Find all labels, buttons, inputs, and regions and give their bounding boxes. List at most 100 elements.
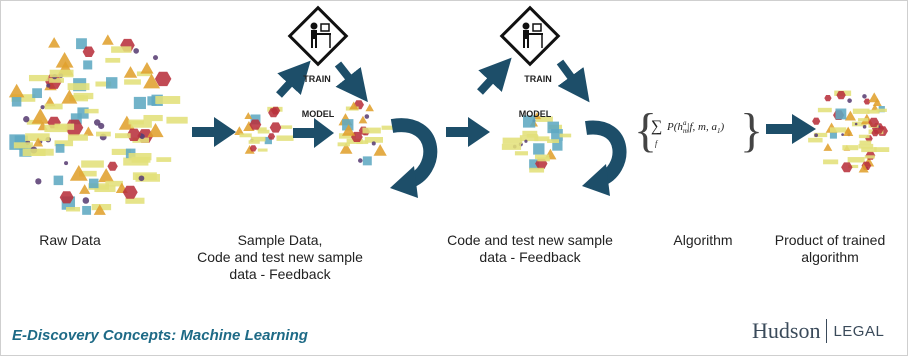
orange-triangle-shape xyxy=(244,112,253,119)
purple-dot-shape xyxy=(64,161,69,166)
yellow-bar-shape xyxy=(132,137,150,143)
red-hexagon-shape xyxy=(59,191,74,204)
teal-square-shape xyxy=(88,178,99,189)
product-line-1: Product of trained xyxy=(774,232,886,248)
purple-dot-shape xyxy=(841,133,844,137)
orange-triangle-shape xyxy=(143,73,161,89)
train-sign-2 xyxy=(499,5,561,67)
yellow-bar-shape xyxy=(49,78,64,83)
teal-square-shape xyxy=(133,96,146,110)
raw-data-text: Raw Data xyxy=(39,232,101,248)
yellow-bar-shape xyxy=(808,137,823,143)
red-hexagon-shape xyxy=(824,95,832,102)
orange-triangle-shape xyxy=(69,165,88,181)
yellow-bar-shape xyxy=(526,134,538,138)
yellow-bar-shape xyxy=(857,118,869,122)
orange-triangle-shape xyxy=(234,126,245,136)
arrow-down-from-train-2 xyxy=(556,59,590,103)
yellow-bar-shape xyxy=(876,108,887,112)
brand-suffix: LEGAL xyxy=(833,322,885,340)
svg-text:P(hma|f, m, a1): P(hma|f, m, a1) xyxy=(666,119,724,135)
orange-triangle-shape xyxy=(98,168,115,183)
purple-dot-shape xyxy=(138,175,145,182)
formula-body: P(h xyxy=(666,121,683,133)
yellow-bar-shape xyxy=(128,119,144,125)
teal-square-shape xyxy=(547,121,560,134)
yellow-bar-shape xyxy=(522,130,538,136)
yellow-bar-shape xyxy=(67,83,90,91)
orange-triangle-shape xyxy=(31,108,50,124)
yellow-bar-shape xyxy=(842,145,859,151)
orange-triangle-shape xyxy=(358,115,368,124)
teal-square-shape xyxy=(32,88,42,99)
person-at-desk-icon xyxy=(522,22,543,48)
purple-dot-shape xyxy=(358,158,363,163)
model-label-2: MODEL xyxy=(519,109,552,119)
arrow-up-to-train-2 xyxy=(477,57,512,95)
orange-triangle-shape xyxy=(93,204,106,215)
yellow-bar-shape xyxy=(829,127,847,133)
person-at-desk-icon xyxy=(310,22,331,48)
yellow-bar-shape xyxy=(257,148,268,152)
yellow-bar-shape xyxy=(861,147,877,153)
purple-dot-shape xyxy=(35,178,42,185)
yellow-bar-shape xyxy=(817,107,832,113)
yellow-bar-shape xyxy=(28,74,49,82)
yellow-bar-shape xyxy=(559,133,572,138)
yellow-bar-shape xyxy=(276,135,294,141)
product-cluster xyxy=(808,90,890,173)
brand-divider xyxy=(826,319,828,343)
yellow-bar-shape xyxy=(22,148,46,157)
yellow-bar-shape xyxy=(67,134,88,141)
yellow-bar-shape xyxy=(537,157,550,162)
orange-triangle-shape xyxy=(83,126,94,136)
yellow-bar-shape xyxy=(519,135,539,142)
purple-dot-shape xyxy=(814,133,819,138)
arrow-down-from-train-1 xyxy=(334,61,368,103)
yellow-bar-shape xyxy=(848,164,859,169)
formula-close: ) xyxy=(719,121,724,133)
purple-dot-shape xyxy=(40,105,45,110)
arrow-to-product xyxy=(766,114,816,144)
orange-triangle-shape xyxy=(8,83,25,98)
yellow-bar-shape xyxy=(874,147,890,152)
yellow-bar-shape xyxy=(547,139,559,144)
code-test-line-1: Code and test new sample xyxy=(447,232,613,248)
brand-name: Hudson xyxy=(752,318,821,343)
formula-h-sub: m xyxy=(683,127,688,135)
yellow-bar-shape xyxy=(823,159,839,165)
teal-square-shape xyxy=(55,143,65,153)
model-1-cluster xyxy=(337,100,395,166)
yellow-bar-shape xyxy=(529,167,545,173)
sample-data-line-3: data - Feedback xyxy=(229,266,331,282)
yellow-bar-shape xyxy=(84,108,99,114)
red-hexagon-shape xyxy=(249,119,262,130)
yellow-bar-shape xyxy=(44,124,68,133)
orange-triangle-shape xyxy=(349,101,359,110)
yellow-bar-shape xyxy=(502,137,523,144)
teal-square-shape xyxy=(82,205,92,215)
orange-triangle-shape xyxy=(101,34,114,45)
yellow-bar-shape xyxy=(44,103,63,110)
red-hexagon-shape xyxy=(267,133,276,140)
teal-square-shape xyxy=(53,175,64,186)
yellow-bar-shape xyxy=(111,148,131,155)
red-hexagon-shape xyxy=(271,106,281,115)
orange-triangle-shape xyxy=(858,163,869,173)
orange-triangle-shape xyxy=(48,37,61,48)
yellow-bar-shape xyxy=(847,157,865,163)
footer-title: E-Discovery Concepts: Machine Learning xyxy=(12,327,308,344)
orange-triangle-shape xyxy=(373,144,387,156)
yellow-bar-shape xyxy=(534,136,550,142)
code-test-line-2: data - Feedback xyxy=(479,249,581,265)
yellow-bar-shape xyxy=(535,116,553,122)
teal-square-shape xyxy=(83,60,93,70)
yellow-bar-shape xyxy=(156,157,172,162)
formula-h-sup: a xyxy=(683,119,687,127)
red-hexagon-shape xyxy=(249,145,257,152)
yellow-bar-shape xyxy=(256,127,267,131)
orange-triangle-shape xyxy=(341,124,356,136)
yellow-bar-shape xyxy=(851,121,867,127)
purple-dot-shape xyxy=(364,114,370,119)
